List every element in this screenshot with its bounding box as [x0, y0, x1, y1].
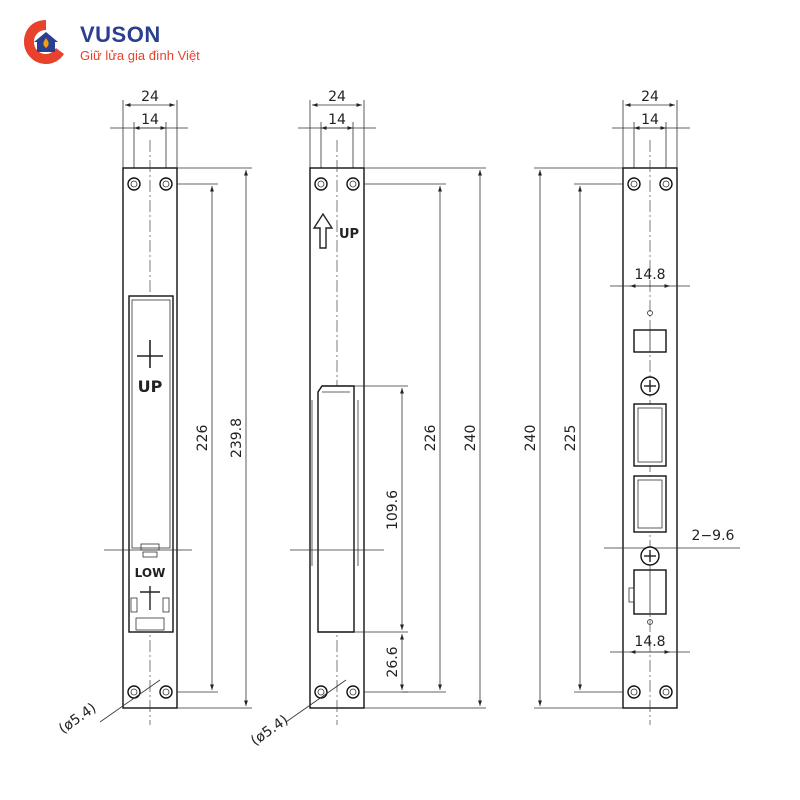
- brand-tagline: Giữ lửa gia đình Việt: [80, 48, 200, 63]
- right-width-inner: 14: [641, 112, 659, 128]
- right-width-outer: 24: [641, 89, 659, 105]
- middle-up-label: UP: [339, 227, 359, 242]
- left-up-label: UP: [138, 377, 163, 396]
- brand-header: VUSON Giữ lửa gia đình Việt: [18, 14, 278, 74]
- right-slot-upper: [633, 403, 667, 467]
- middle-dim-slot: 109.6: [385, 490, 401, 530]
- middle-dim-offset: 26.6: [385, 646, 401, 677]
- right-dim-hole-spacing: 225: [563, 425, 579, 452]
- middle-width-outer: 24: [328, 89, 346, 105]
- left-dim-hole-spacing: 226: [195, 425, 211, 452]
- middle-dim-overall: 240: [463, 425, 479, 452]
- view-right: 24 14 14.8 2−9.6: [523, 89, 740, 725]
- left-low-label: LOW: [135, 566, 166, 580]
- right-dim-overall: 240: [523, 425, 539, 452]
- left-hole-diameter: (ø5.4): [56, 700, 99, 737]
- middle-slot: [317, 385, 355, 633]
- middle-hole-diameter: (ø5.4): [248, 712, 291, 749]
- flame-house-icon: [24, 20, 64, 64]
- right-dim-screws: 2−9.6: [692, 528, 735, 544]
- brand-name: VUSON: [80, 22, 161, 47]
- view-left: 24 14 UP LOW 226: [56, 89, 252, 737]
- left-width-outer: 24: [141, 89, 159, 105]
- left-dim-overall: 239.8: [229, 418, 245, 458]
- middle-up-arrow-icon: [312, 212, 334, 249]
- middle-dim-hole-spacing: 226: [423, 425, 439, 452]
- right-dim-top-cutout: 14.8: [634, 267, 665, 283]
- middle-width-inner: 14: [328, 112, 346, 128]
- left-lock-body: [128, 295, 174, 633]
- right-slot-lower: [633, 475, 667, 533]
- right-dim-bottom-cutout: 14.8: [634, 634, 665, 650]
- left-width-inner: 14: [141, 112, 159, 128]
- view-middle: 24 14 UP 109.6 26.6 226: [248, 89, 486, 749]
